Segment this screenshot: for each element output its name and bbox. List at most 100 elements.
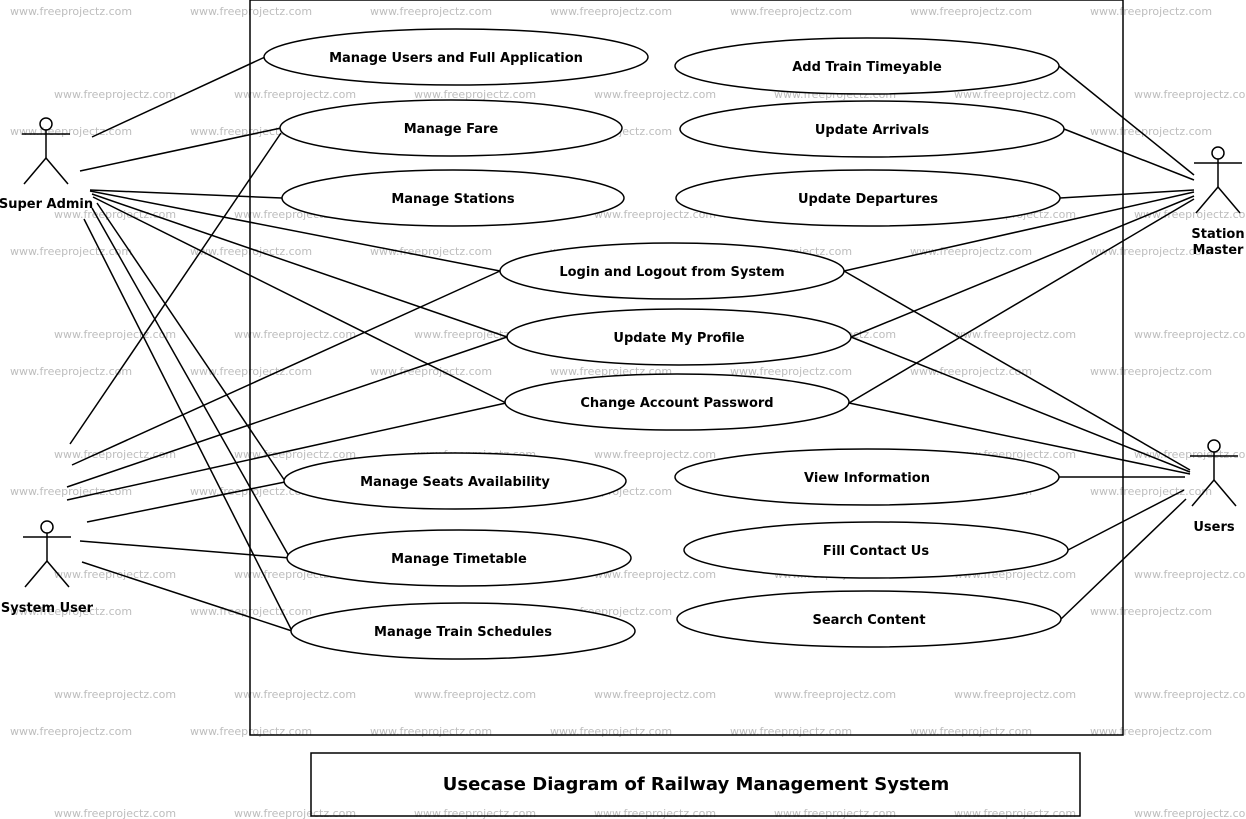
watermark-text: www.freeprojectz.com — [54, 688, 176, 701]
use-case-add-timetable: Add Train Timeyable — [674, 37, 1060, 95]
use-case-view-information: View Information — [674, 448, 1060, 506]
association-line — [850, 336, 1191, 473]
actor-figure-icon — [22, 117, 70, 185]
use-case-ellipse — [281, 169, 625, 227]
association-line — [71, 270, 501, 466]
use-case-ellipse — [263, 28, 649, 86]
use-case-update-arrivals: Update Arrivals — [679, 100, 1065, 158]
watermark-text: www.freeprojectz.com — [190, 5, 312, 18]
watermark-text: www.freeprojectz.com — [370, 725, 492, 738]
watermark-text: www.freeprojectz.com — [1134, 448, 1246, 461]
association-line — [96, 202, 286, 482]
watermark-text: www.freeprojectz.com — [54, 448, 176, 461]
association-line — [91, 56, 266, 138]
actor-super-admin: Super Admin — [0, 117, 93, 212]
use-case-ellipse — [675, 169, 1061, 227]
watermark-text: www.freeprojectz.com — [954, 688, 1076, 701]
watermark-text: www.freeprojectz.com — [10, 365, 132, 378]
watermark-text: www.freeprojectz.com — [954, 328, 1076, 341]
actor-system-user: System User — [1, 520, 94, 616]
watermark-text: www.freeprojectz.com — [234, 88, 356, 101]
use-case-label: Update My Profile — [613, 331, 744, 346]
watermark-text: www.freeprojectz.com — [1090, 245, 1212, 258]
association-line — [69, 132, 282, 445]
watermark-text: www.freeprojectz.com — [370, 5, 492, 18]
association-line — [1058, 65, 1195, 176]
watermark-text: www.freeprojectz.com — [190, 365, 312, 378]
association-line — [89, 189, 283, 199]
watermark-text: www.freeprojectz.com — [1090, 485, 1212, 498]
watermark-text: www.freeprojectz.com — [954, 807, 1076, 819]
use-case-manage-users: Manage Users and Full Application — [263, 28, 649, 86]
use-case-ellipse — [679, 100, 1065, 158]
watermark-text: www.freeprojectz.com — [730, 365, 852, 378]
association-line — [66, 336, 508, 488]
association-line — [1063, 128, 1195, 181]
watermark-text: www.freeprojectz.com — [550, 5, 672, 18]
use-case-ellipse — [279, 99, 623, 157]
association-line — [81, 561, 293, 632]
use-case-update-profile: Update My Profile — [506, 308, 852, 366]
use-case-login-logout: Login and Logout from System — [499, 242, 845, 300]
use-case-ellipse — [283, 452, 627, 510]
use-case-label: Manage Timetable — [391, 552, 527, 567]
watermark-text: www.freeprojectz.com — [54, 208, 176, 221]
use-case-label: Search Content — [812, 613, 925, 628]
watermark-text: www.freeprojectz.com — [190, 245, 312, 258]
actor-figure-icon — [1194, 146, 1242, 214]
association-line — [79, 127, 282, 172]
watermark-text: www.freeprojectz.com — [414, 807, 536, 819]
use-case-manage-schedules: Manage Train Schedules — [290, 602, 636, 660]
use-case-label: Manage Users and Full Application — [329, 51, 583, 66]
use-case-ellipse — [506, 308, 852, 366]
watermark-text: www.freeprojectz.com — [1134, 568, 1246, 581]
watermark-text: www.freeprojectz.com — [910, 245, 1032, 258]
use-case-group: Manage Users and Full ApplicationManage … — [263, 28, 1069, 660]
association-line — [86, 481, 286, 523]
watermark-text: www.freeprojectz.com — [414, 688, 536, 701]
use-case-search-content: Search Content — [676, 590, 1062, 648]
watermark-text: www.freeprojectz.com — [730, 5, 852, 18]
association-line — [850, 195, 1195, 338]
use-case-change-password: Change Account Password — [504, 373, 850, 431]
watermark-text: www.freeprojectz.com — [1134, 328, 1246, 341]
watermark-text: www.freeprojectz.com — [594, 688, 716, 701]
use-case-label: Change Account Password — [580, 396, 773, 411]
watermark-text: www.freeprojectz.com — [730, 725, 852, 738]
use-case-manage-fare: Manage Fare — [279, 99, 623, 157]
watermark-text: www.freeprojectz.com — [54, 88, 176, 101]
watermark-text: www.freeprojectz.com — [54, 568, 176, 581]
use-case-label: View Information — [804, 471, 930, 486]
association-line — [1059, 189, 1195, 199]
watermark-text: www.freeprojectz.com — [1134, 688, 1246, 701]
watermark-text: www.freeprojectz.com — [550, 725, 672, 738]
watermark-text: www.freeprojectz.com — [910, 725, 1032, 738]
watermark-text: www.freeprojectz.com — [190, 725, 312, 738]
association-line — [91, 207, 291, 559]
watermark-text: www.freeprojectz.com — [1090, 605, 1212, 618]
actor-users: Users — [1190, 439, 1238, 535]
watermark-text: www.freeprojectz.com — [594, 208, 716, 221]
use-case-label: Manage Stations — [391, 192, 515, 207]
use-case-ellipse — [683, 521, 1069, 579]
use-case-label: Add Train Timeyable — [792, 60, 942, 75]
watermark-text: www.freeprojectz.com — [10, 605, 132, 618]
actor-figure-icon — [23, 520, 71, 588]
actor-label: Master — [1193, 243, 1244, 258]
use-case-label: Manage Train Schedules — [374, 625, 552, 640]
use-case-ellipse — [290, 602, 636, 660]
association-line — [83, 218, 293, 632]
actor-label: System User — [1, 601, 94, 616]
actor-figure-icon — [1190, 439, 1238, 507]
actor-label: Super Admin — [0, 197, 93, 212]
watermark-text: www.freeprojectz.com — [414, 88, 536, 101]
association-lines — [66, 56, 1195, 632]
use-case-label: Manage Seats Availability — [360, 475, 550, 490]
use-case-ellipse — [499, 242, 845, 300]
watermark-text: www.freeprojectz.com — [1090, 365, 1212, 378]
watermark-text: www.freeprojectz.com — [910, 365, 1032, 378]
use-case-label: Fill Contact Us — [823, 544, 929, 559]
use-case-manage-seats: Manage Seats Availability — [283, 452, 627, 510]
